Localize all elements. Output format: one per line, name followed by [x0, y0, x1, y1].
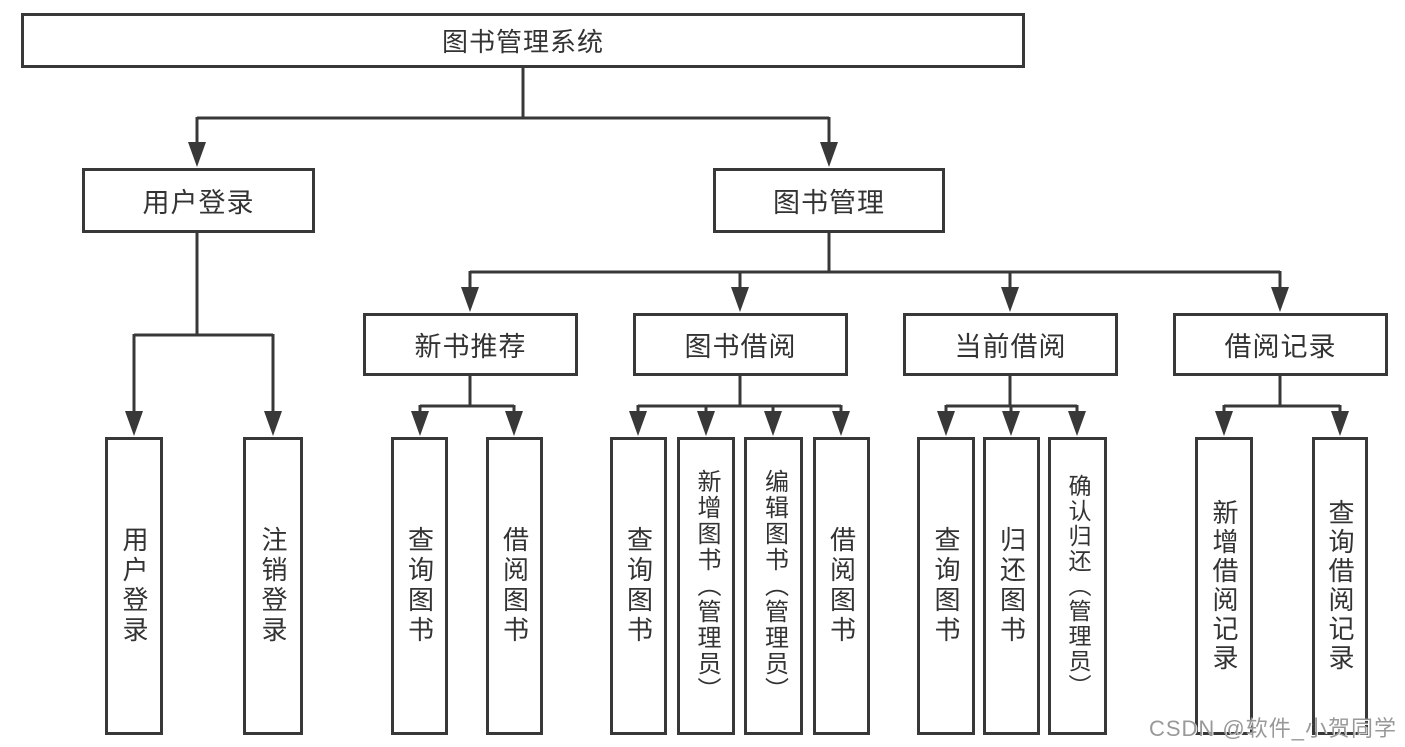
node-leaf-logout-label: 注销登录 — [258, 526, 288, 646]
node-book-borrow-label: 图书借阅 — [684, 332, 797, 362]
node-borrow-records: 借阅记录 — [1173, 313, 1388, 376]
node-leaf-query-books-borrow-label: 查询图书 — [623, 526, 654, 646]
node-new-book-recommend: 新书推荐 — [363, 313, 578, 376]
node-current-borrow: 当前借阅 — [903, 313, 1118, 376]
node-borrow-records-label: 借阅记录 — [1224, 332, 1337, 362]
node-leaf-add-books-admin-label: 新增图书（管理员） — [693, 469, 720, 703]
node-leaf-query-books-current-label: 查询图书 — [931, 526, 961, 646]
node-leaf-query-books-borrow: 查询图书 — [610, 437, 667, 735]
node-leaf-add-borrow-record: 新增借阅记录 — [1195, 437, 1253, 735]
node-leaf-add-books-admin: 新增图书（管理员） — [677, 437, 735, 735]
node-leaf-query-books-recommend: 查询图书 — [391, 437, 448, 735]
node-user-login-branch: 用户登录 — [82, 168, 315, 233]
node-book-borrow: 图书借阅 — [633, 313, 848, 376]
node-leaf-borrow-books-recommend-label: 借阅图书 — [499, 526, 530, 646]
node-leaf-query-books-current: 查询图书 — [917, 437, 975, 735]
node-leaf-query-borrow-record-label: 查询借阅记录 — [1325, 499, 1355, 673]
node-leaf-query-books-recommend-label: 查询图书 — [404, 526, 435, 646]
node-leaf-user-login: 用户登录 — [105, 437, 163, 735]
node-book-management-branch: 图书管理 — [713, 168, 945, 233]
node-leaf-edit-books-admin: 编辑图书（管理员） — [744, 437, 803, 735]
node-user-login-branch-label: 用户登录 — [142, 188, 255, 218]
node-new-book-recommend-label: 新书推荐 — [414, 332, 527, 362]
node-current-borrow-label: 当前借阅 — [954, 332, 1067, 362]
csdn-watermark: CSDN @软件_小贺同学 — [1148, 716, 1397, 741]
node-root-label: 图书管理系统 — [441, 27, 604, 57]
node-root-system: 图书管理系统 — [21, 13, 1025, 68]
node-leaf-confirm-return-admin: 确认归还（管理员） — [1048, 437, 1107, 735]
node-leaf-return-books: 归还图书 — [983, 437, 1040, 735]
node-leaf-borrow-books-label: 借阅图书 — [826, 526, 857, 646]
node-book-management-branch-label: 图书管理 — [773, 188, 885, 218]
node-leaf-borrow-books: 借阅图书 — [813, 437, 870, 735]
node-leaf-add-borrow-record-label: 新增借阅记录 — [1209, 499, 1239, 673]
node-leaf-borrow-books-recommend: 借阅图书 — [486, 437, 543, 735]
node-leaf-user-login-label: 用户登录 — [119, 526, 149, 646]
node-leaf-edit-books-admin-label: 编辑图书（管理员） — [760, 469, 788, 703]
node-leaf-confirm-return-admin-label: 确认归还（管理员） — [1065, 473, 1091, 699]
node-leaf-return-books-label: 归还图书 — [996, 526, 1027, 646]
node-leaf-logout: 注销登录 — [243, 437, 303, 735]
node-leaf-query-borrow-record: 查询借阅记录 — [1312, 437, 1368, 735]
